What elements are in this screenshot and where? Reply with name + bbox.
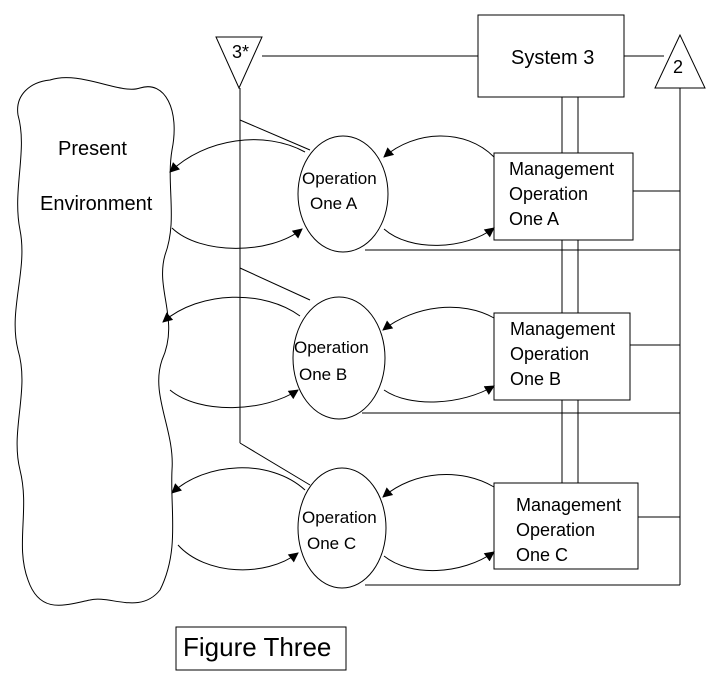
env-arrow-c-lower <box>177 544 299 571</box>
management-c-line3: One C <box>516 545 568 565</box>
management-b-line3: One B <box>510 369 561 389</box>
management-c-box <box>493 482 639 570</box>
mgmt-arrow-a-lower <box>383 227 495 246</box>
operation-a-label-line1: Operation <box>302 169 377 188</box>
management-b-line2: Operation <box>510 344 589 364</box>
system3-star-triangle <box>215 36 263 90</box>
mgmt-arrow-a-upper <box>383 135 495 158</box>
operation-c-label-line1: Operation <box>302 508 377 527</box>
system2-label: 2 <box>673 57 683 77</box>
audit-branch-a <box>239 119 311 151</box>
management-a-box <box>493 152 634 241</box>
management-b-box <box>493 312 631 401</box>
env-arrow-c-upper <box>171 467 306 494</box>
environment-label-line2: Environment <box>40 193 153 215</box>
operation-c-label-line2: One C <box>307 534 356 553</box>
operation-b-label-line1: Operation <box>294 338 369 357</box>
management-b-line1: Management <box>510 319 615 339</box>
environment-label-line1: Present <box>58 138 127 160</box>
env-arrow-b-upper <box>162 296 301 323</box>
mgmt-arrow-b-upper <box>382 306 495 331</box>
operation-a-ellipse <box>297 135 389 253</box>
operation-b-label-line2: One B <box>299 365 347 384</box>
operation-b-ellipse <box>292 296 386 420</box>
operation-c-ellipse <box>297 467 387 589</box>
figure-caption: Figure Three <box>183 632 331 662</box>
env-arrow-b-lower <box>169 389 299 409</box>
mgmt-arrow-c-lower <box>383 551 495 571</box>
management-c-line1: Management <box>516 495 621 515</box>
audit-branch-c <box>239 442 311 486</box>
env-arrow-a-lower <box>171 227 303 249</box>
operation-a-label-line2: One A <box>310 194 358 213</box>
system3-star-label: 3* <box>232 42 249 62</box>
management-a-line2: Operation <box>509 184 588 204</box>
mgmt-arrow-c-upper <box>382 473 495 498</box>
management-a-line3: One A <box>509 209 559 229</box>
system3-label: System 3 <box>511 47 594 69</box>
figure-caption-box <box>175 626 347 671</box>
system3-box <box>477 14 625 98</box>
mgmt-arrow-b-lower <box>383 385 495 403</box>
management-a-line1: Management <box>509 159 614 179</box>
env-arrow-a-upper <box>169 139 306 173</box>
audit-branch-b <box>239 267 311 301</box>
management-c-line2: Operation <box>516 520 595 540</box>
